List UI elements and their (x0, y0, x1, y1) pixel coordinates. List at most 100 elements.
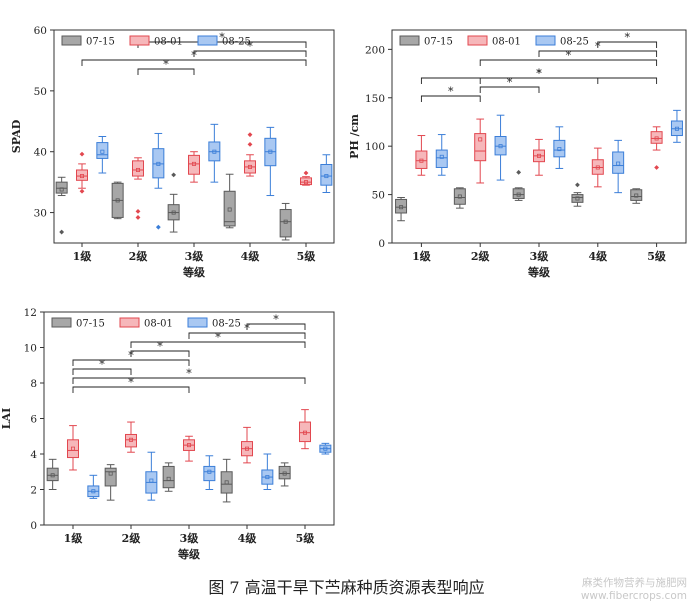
legend-item: 08-01 (129, 35, 183, 48)
bracket-asterisk: * (244, 322, 250, 335)
box-iqr (104, 467, 117, 487)
ph-ytick-label: 200 (365, 44, 385, 56)
box-mean-marker (268, 149, 273, 154)
bracket-line (193, 50, 307, 57)
bracket-asterisk: * (507, 76, 513, 89)
box-mean-marker (171, 210, 176, 215)
ph-sig-bracket: * (538, 40, 658, 57)
lai-box-1-1 (125, 421, 137, 453)
ph-box-1-0 (453, 187, 466, 209)
box-mean-marker (303, 180, 308, 185)
lai-box-2-1 (183, 435, 195, 462)
bracket-asterisk: * (157, 340, 163, 353)
spad-box-4-0 (279, 202, 292, 241)
bracket-line (420, 95, 481, 102)
legend-label: 07-15 (424, 37, 453, 48)
legend-item: 08-01 (467, 35, 521, 48)
bracket-line (81, 59, 307, 66)
legend-label: 08-01 (144, 319, 173, 330)
spad-ytick-label: 60 (34, 25, 47, 37)
box-outlier (303, 170, 309, 176)
bracket-asterisk: * (536, 67, 542, 80)
box-iqr (152, 148, 165, 179)
ph-box-2-1 (533, 138, 545, 176)
legend-label: 08-01 (492, 37, 521, 48)
lai-box-4-1 (299, 409, 311, 450)
ph-box-1-1 (474, 118, 487, 184)
legend-swatch (51, 317, 72, 328)
bracket-asterisk: * (536, 67, 542, 80)
spad-xtick-label: 2级 (129, 249, 149, 263)
ph-ylabel: PH /cm (348, 114, 361, 159)
box-iqr (46, 467, 59, 482)
box-iqr (612, 151, 625, 174)
lai-box-4-2 (319, 442, 332, 455)
box-mean-marker (212, 149, 217, 154)
legend-swatch (467, 35, 488, 46)
ph-box-4-1 (650, 126, 663, 170)
box-outlier (247, 142, 253, 147)
spad-box-0-1 (76, 151, 88, 194)
legend-label: 07-15 (76, 319, 105, 330)
box-iqr (76, 169, 88, 181)
bracket-asterisk: * (99, 358, 105, 371)
ph-sig-bracket: * (420, 85, 481, 102)
lai-box-4-0 (278, 462, 291, 487)
ph-box-1-2 (494, 114, 507, 181)
spad-box-2-2 (208, 123, 221, 183)
box-mean-marker (674, 126, 679, 131)
spad-ytick-label: 30 (34, 208, 47, 220)
box-mean-marker (71, 446, 76, 451)
lai-xtick-label: 5级 (296, 531, 316, 545)
lai-ylabel: LAI (0, 408, 13, 429)
legend-item: 07-15 (51, 317, 105, 330)
bracket-line (246, 323, 306, 330)
ph-ytick-label: 100 (365, 141, 385, 153)
box-iqr (630, 189, 643, 201)
lai-ytick-label: 0 (30, 520, 37, 532)
bracket-asterisk: * (247, 40, 253, 53)
box-mean-marker (399, 205, 404, 210)
box-mean-marker (100, 149, 105, 154)
legend-item: 07-15 (399, 35, 453, 48)
bracket-asterisk: * (219, 31, 225, 44)
box-outlier (135, 208, 141, 214)
bracket-asterisk: * (163, 58, 169, 71)
bracket-line (137, 68, 195, 75)
lai-xlabel: 等级 (177, 547, 201, 561)
bracket-asterisk: * (215, 331, 221, 344)
legend-swatch (399, 35, 420, 46)
box-iqr (453, 188, 466, 205)
bracket-line (72, 368, 132, 375)
box-outlier (79, 188, 85, 194)
spad-legend: 07-15 08-01 08-25 (61, 35, 251, 48)
box-iqr (278, 465, 291, 480)
legend-label: 08-25 (222, 37, 251, 48)
box-iqr (299, 421, 311, 443)
box-iqr (571, 194, 584, 203)
box-mean-marker (575, 196, 580, 201)
legend-label: 07-15 (86, 37, 115, 48)
lai-sig-bracket: * (130, 331, 306, 348)
ph-ytick-label: 50 (372, 190, 385, 202)
box-mean-marker (108, 471, 113, 476)
bracket-asterisk: * (186, 367, 192, 380)
ph-box-0-0 (395, 196, 408, 222)
spad-box-1-1 (132, 157, 144, 220)
lai-xtick-label: 3级 (180, 531, 200, 545)
box-mean-marker (419, 158, 424, 163)
spad-box-2-1 (188, 151, 200, 183)
spad-xtick-label: 4级 (241, 249, 261, 263)
box-mean-marker (265, 475, 270, 480)
bracket-line (479, 59, 658, 66)
ph-plot-frame (391, 29, 687, 244)
box-outlier (59, 229, 65, 235)
lai-ytick-label: 2 (30, 485, 37, 497)
box-mean-marker (149, 478, 154, 483)
legend-item: 08-25 (197, 35, 251, 48)
spad-xlabel: 等级 (182, 265, 206, 279)
box-outlier (247, 132, 253, 138)
box-iqr (512, 188, 525, 199)
